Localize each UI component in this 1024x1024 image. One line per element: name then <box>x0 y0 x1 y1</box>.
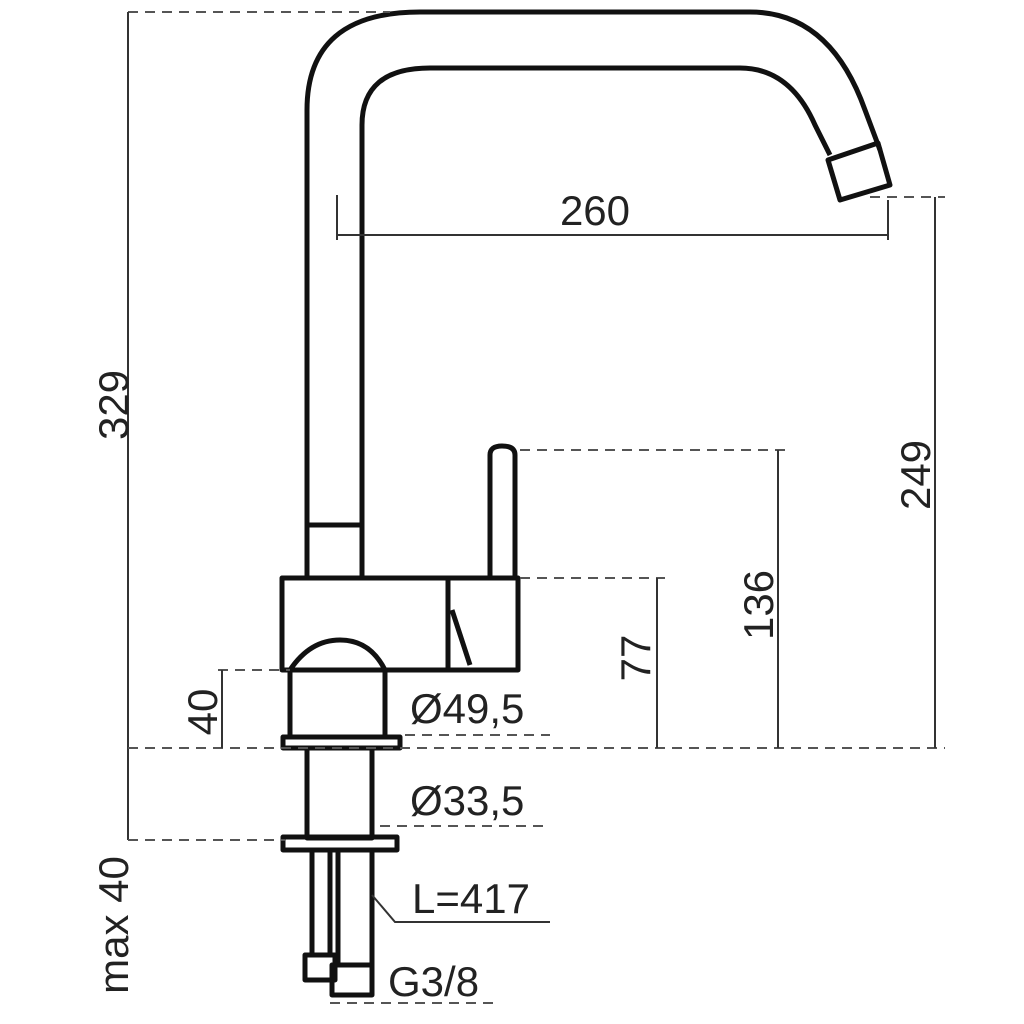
spout-nozzle <box>825 140 893 203</box>
dim-body-height: 77 <box>612 635 659 682</box>
lever-handle[interactable] <box>487 443 518 578</box>
dim-spout-height: 249 <box>892 440 939 510</box>
hoses <box>309 850 375 965</box>
lever-joint <box>449 609 473 666</box>
dim-base-diameter: Ø49,5 <box>410 685 524 732</box>
mixer-body <box>279 575 521 673</box>
dim-max-deck: max 40 <box>90 856 137 994</box>
hose-fitting-right <box>329 962 375 998</box>
mounting-plate <box>280 834 400 853</box>
dim-hose-length: L=417 <box>412 875 530 922</box>
dimension-lines <box>127 11 945 1004</box>
dim-shank-diameter: Ø33,5 <box>410 777 524 824</box>
dim-thread: G3/8 <box>388 958 479 1005</box>
dim-spout-reach: 260 <box>560 187 630 234</box>
faucet-outline <box>279 9 893 998</box>
spout <box>304 9 883 525</box>
spout-collar <box>304 522 365 581</box>
dim-base-height: 40 <box>179 689 226 736</box>
dim-total-height: 329 <box>90 370 137 440</box>
dim-lever-height: 136 <box>735 570 782 640</box>
shank <box>304 745 375 841</box>
base-dome <box>287 637 388 738</box>
